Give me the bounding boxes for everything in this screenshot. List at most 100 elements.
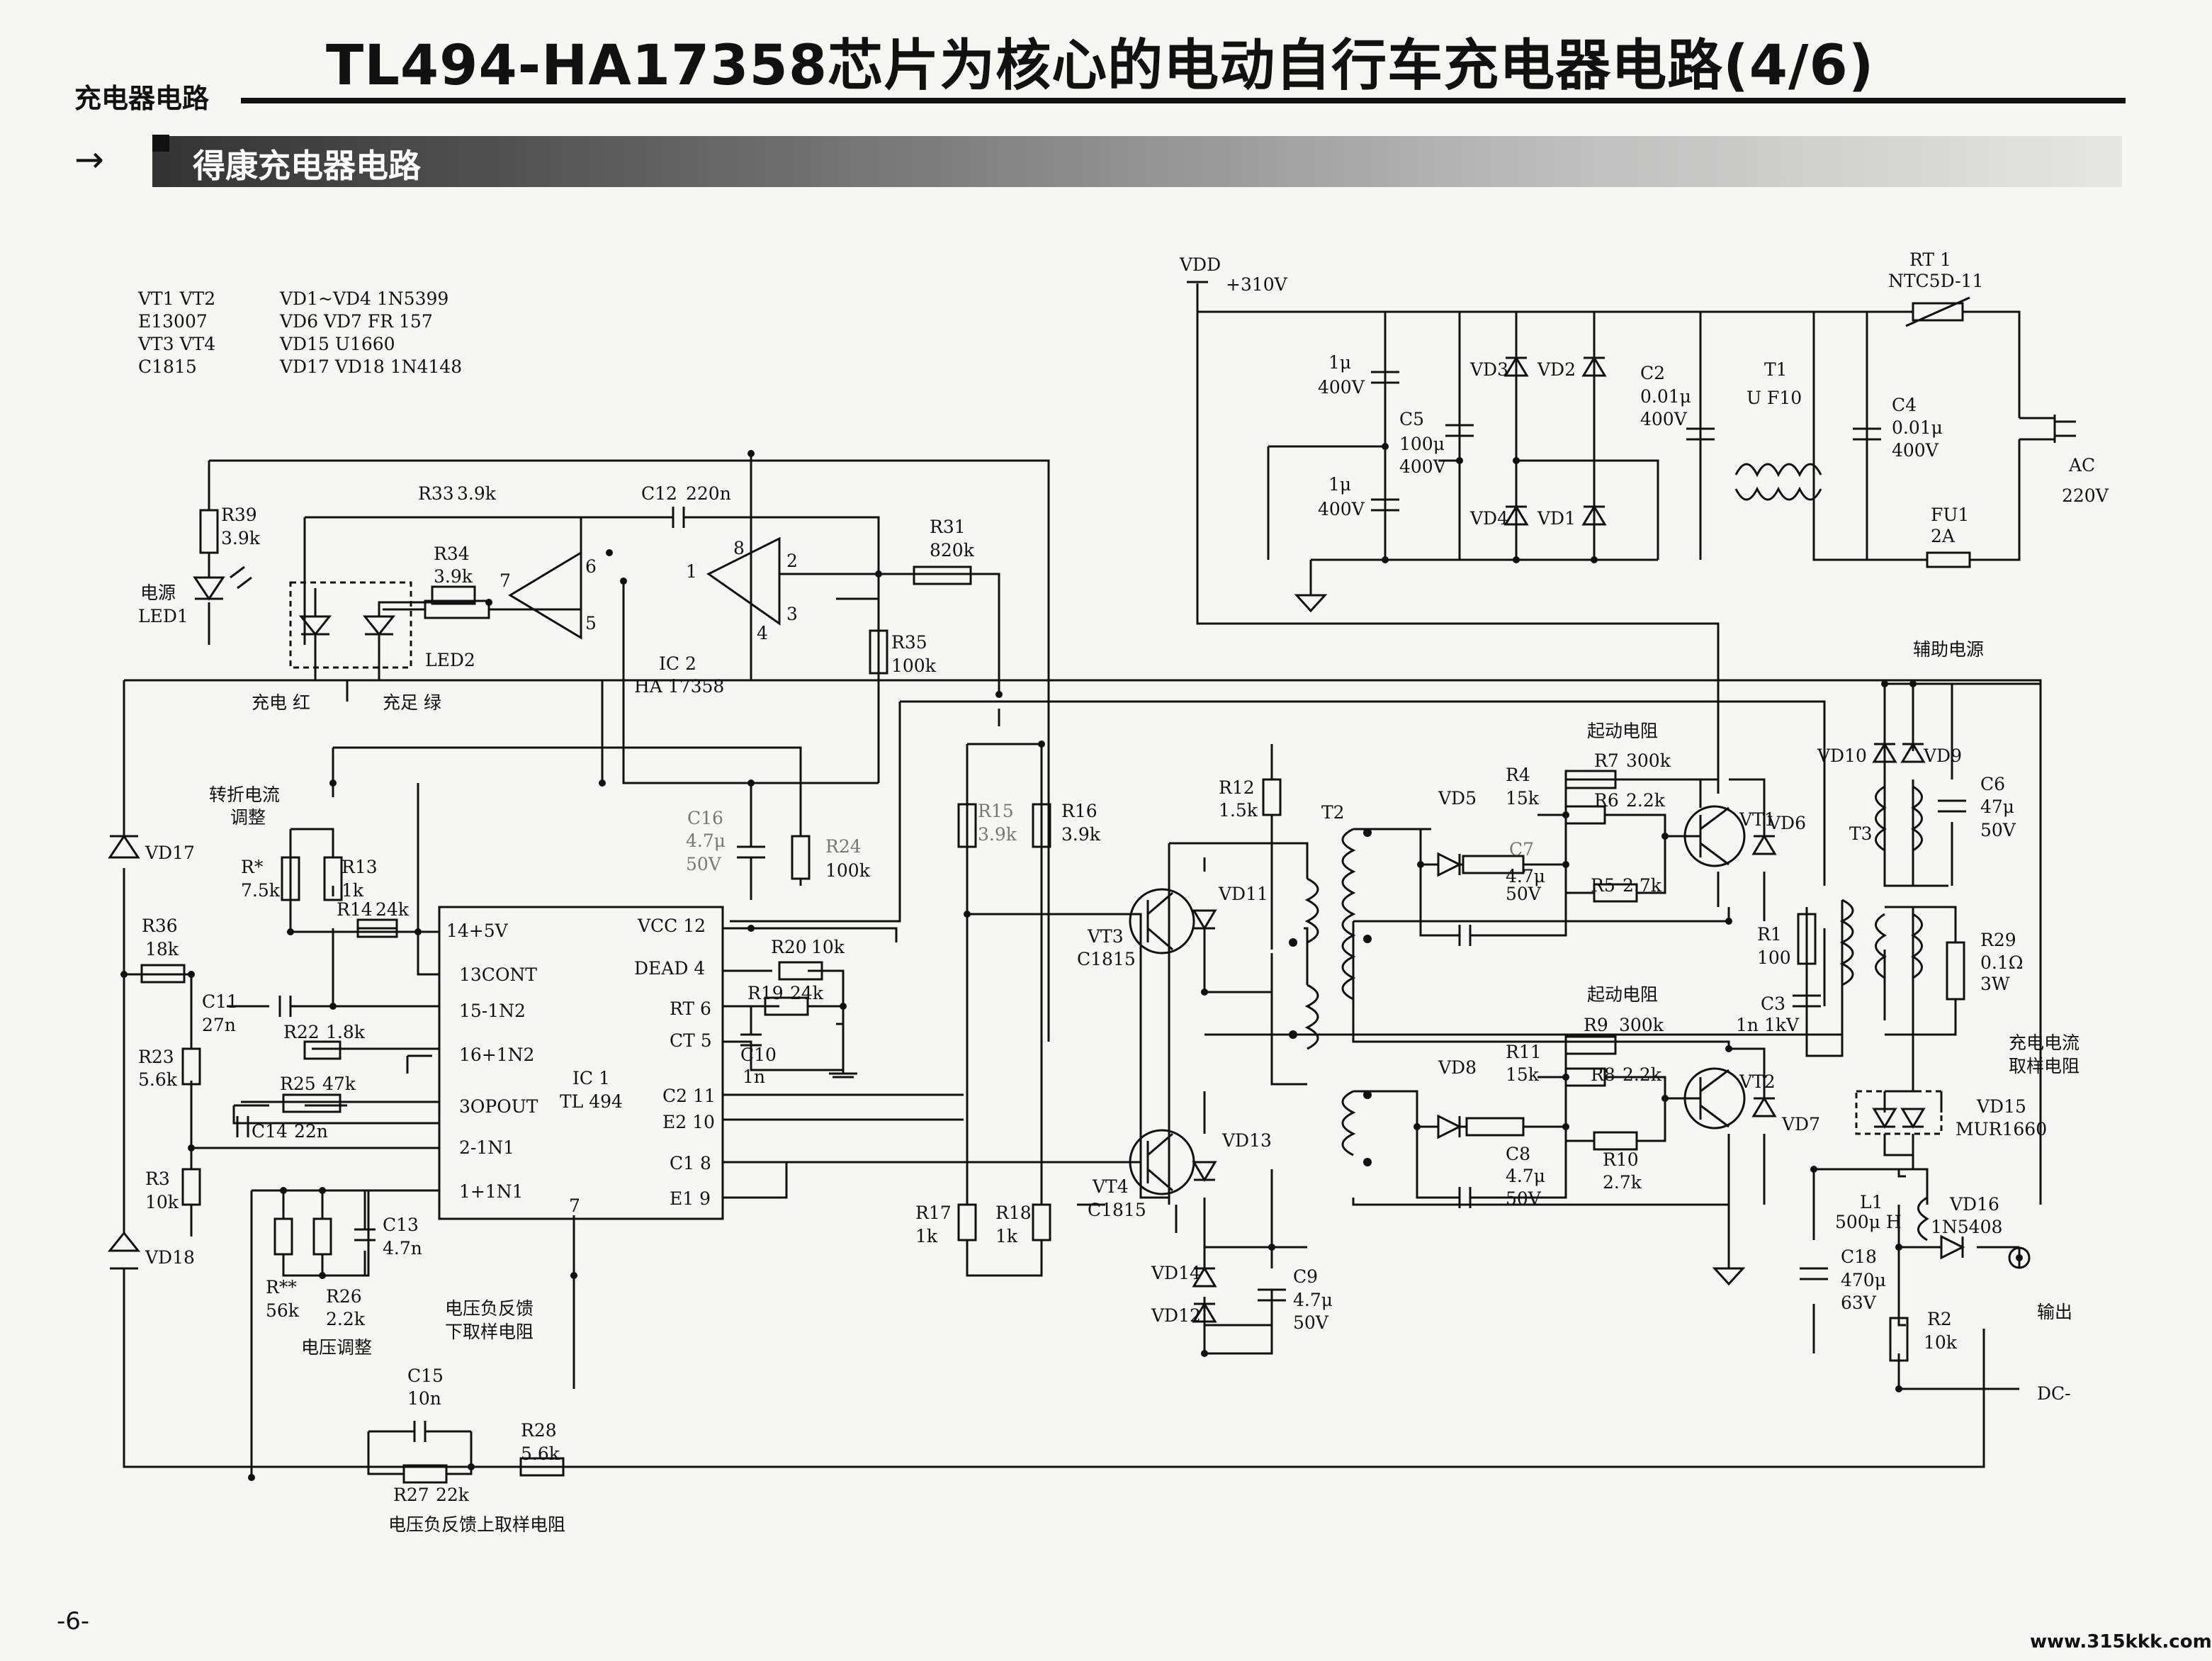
c7-value: 4.7μ xyxy=(1506,866,1545,886)
rss-resistor xyxy=(273,1217,293,1256)
t3-winding-right xyxy=(1911,785,1923,852)
rt1-value: NTC5D-11 xyxy=(1888,271,1983,291)
l1-label: L1 xyxy=(1860,1192,1883,1212)
pin8-label: 8 xyxy=(733,538,745,558)
r22-label: R22 xyxy=(283,1022,320,1042)
c16-label: C16 xyxy=(687,808,723,828)
r11-resistor xyxy=(1465,1117,1525,1137)
t1-choke xyxy=(1734,463,1822,478)
r12-label: R12 xyxy=(1219,777,1255,798)
r39-value: 3.9k xyxy=(221,528,261,548)
vd7-label: VD7 xyxy=(1781,1114,1820,1134)
vd5-label: VD5 xyxy=(1438,788,1477,809)
ac-voltage: 220V xyxy=(2062,485,2109,506)
vd6-diode xyxy=(1751,834,1777,855)
r10-value: 2.7k xyxy=(1603,1172,1642,1193)
r5-label: R5 xyxy=(1591,875,1615,896)
r19-label: R19 xyxy=(747,983,784,1003)
site-watermark: www.315kkk.com xyxy=(2030,1631,2212,1652)
r15-resistor xyxy=(957,803,977,848)
c1a-voltage: 400V xyxy=(1318,377,1365,398)
r5-resistor xyxy=(1593,883,1638,903)
vd7-diode xyxy=(1751,1096,1777,1117)
vd11-diode xyxy=(1192,909,1217,930)
r23-resistor xyxy=(181,1047,201,1086)
r24-resistor xyxy=(791,835,811,880)
v310-label: +310V xyxy=(1226,274,1288,295)
r27-label: R27 xyxy=(393,1485,429,1505)
vt2-transistor xyxy=(1683,1067,1746,1130)
output-terminal xyxy=(2008,1246,2031,1269)
parts-list-row-3-right: VD15 U1660 xyxy=(279,334,395,354)
r16-resistor xyxy=(1032,803,1051,848)
r9-label: R9 xyxy=(1584,1015,1608,1035)
r2-label: R2 xyxy=(1927,1309,1952,1329)
r22-resistor xyxy=(303,1040,342,1060)
fu1-label: FU1 xyxy=(1931,505,1969,525)
parts-list-row-1-right: VD1~VD4 1N5399 xyxy=(279,288,448,309)
r33-label: R33 xyxy=(418,483,454,504)
ic1-pin9: E1 9 xyxy=(670,1188,711,1209)
pin7-label: 7 xyxy=(500,570,511,591)
r23-label: R23 xyxy=(138,1047,174,1067)
charge-red-label: 充电 红 xyxy=(252,692,310,713)
vd2-diode xyxy=(1581,356,1607,377)
c14-label: C14 xyxy=(252,1121,288,1142)
start-resistor-label-1: 起动电阻 xyxy=(1587,721,1658,741)
vt1-label: VT1 xyxy=(1739,809,1776,830)
vd16-label: VD16 xyxy=(1949,1194,1999,1215)
t3-winding-lower-left xyxy=(1875,913,1887,979)
vd16-value: 1N5408 xyxy=(1931,1217,2002,1237)
r39-resistor xyxy=(199,509,219,554)
r39-label: R39 xyxy=(221,505,257,525)
r4-value: 15k xyxy=(1506,788,1540,809)
vd14-label: VD14 xyxy=(1151,1263,1201,1283)
c15-value: 10n xyxy=(407,1388,441,1409)
vd9-label: VD9 xyxy=(1923,745,1962,766)
cap-1u-top xyxy=(1371,371,1399,384)
r14-value: 24k xyxy=(376,899,410,920)
r26-label: R26 xyxy=(326,1286,362,1307)
c8-label: C8 xyxy=(1506,1144,1530,1164)
r9-value: 300k xyxy=(1619,1015,1664,1035)
subtitle-band xyxy=(152,136,2122,187)
parts-list-row-4-right: VD17 VD18 1N4148 xyxy=(279,356,462,377)
r20-resistor xyxy=(778,961,823,981)
r29-resistor xyxy=(1946,941,1965,1001)
ic1-pin6: RT 6 xyxy=(670,998,711,1019)
c10-value: 1n xyxy=(743,1066,765,1087)
led1-label: 电源 xyxy=(140,582,176,603)
vd1-diode xyxy=(1581,505,1607,526)
r29-label: R29 xyxy=(1980,930,2016,950)
sense-resistor-label-2: 取样电阻 xyxy=(2009,1056,2080,1076)
r28-label: R28 xyxy=(521,1420,557,1441)
r4-resistor xyxy=(1462,855,1525,874)
r25-resistor xyxy=(282,1093,342,1113)
c18-value: 470μ xyxy=(1841,1270,1886,1290)
vd4-label: VD4 xyxy=(1469,508,1508,529)
ic2-label: IC 2 xyxy=(659,653,696,674)
r1-resistor xyxy=(1797,913,1817,965)
vt3-value: C1815 xyxy=(1077,949,1136,969)
vd3-label: VD3 xyxy=(1469,359,1508,380)
t2-primary-winding xyxy=(1341,828,1356,1001)
c6-value: 47μ xyxy=(1980,796,2014,817)
c7-label: C7 xyxy=(1509,839,1534,860)
c3-capacitor xyxy=(1793,994,1821,1008)
r4-label: R4 xyxy=(1506,765,1530,785)
arrow-icon: → xyxy=(74,139,104,180)
c2-value: 0.01μ xyxy=(1640,386,1691,407)
pin4-label: 4 xyxy=(757,623,768,643)
vd15-value: MUR1660 xyxy=(1956,1119,2047,1139)
r12-value: 1.5k xyxy=(1219,800,1258,821)
c12-label: C12 xyxy=(641,483,677,504)
r29-value: 0.1Ω xyxy=(1980,952,2024,973)
components xyxy=(107,281,2076,1484)
t1-value: U F10 xyxy=(1747,388,1802,408)
vd1-label: VD1 xyxy=(1537,508,1576,529)
vd3-diode xyxy=(1503,356,1529,377)
r33-value: 3.9k xyxy=(457,483,497,504)
vd10-label: VD10 xyxy=(1817,745,1867,766)
c13-capacitor xyxy=(354,1228,376,1241)
c14-value: 22n xyxy=(294,1121,328,1142)
